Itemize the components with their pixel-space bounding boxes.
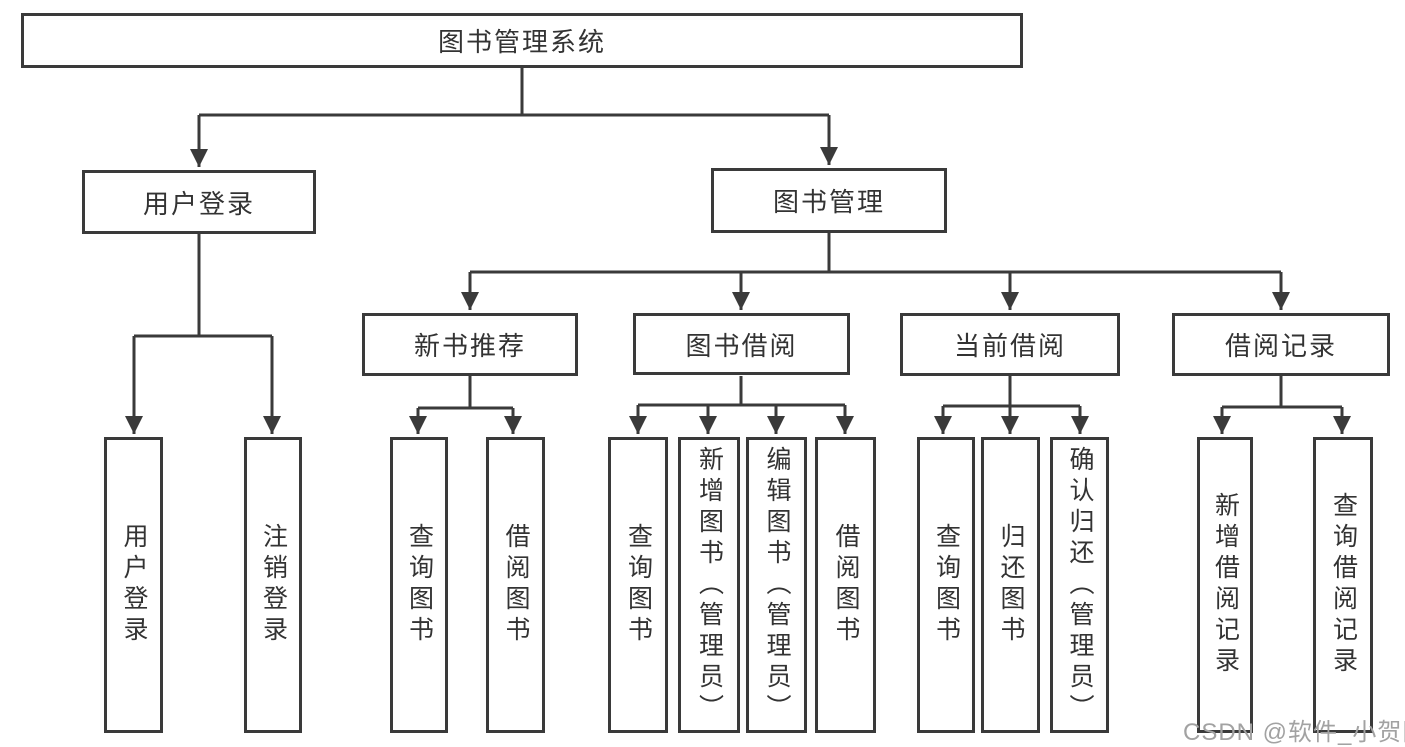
connector-borrow-stem (638, 376, 845, 407)
node-leaf-bb-add-books-admin: 新增图书（管理员） (678, 437, 740, 733)
node-leaf-nb-borrow-books: 借阅图书 (486, 437, 545, 733)
node-current-borrow: 当前借阅 (900, 313, 1120, 376)
node-user-login: 用户登录 (82, 170, 316, 234)
node-leaf-logout: 注销登录 (244, 437, 302, 733)
connector-userlogin-stem (134, 234, 272, 338)
connector-newbook-stem (418, 376, 513, 410)
node-root-library-system: 图书管理系统 (21, 13, 1023, 68)
connector-root-stem (199, 68, 829, 117)
node-leaf-nb-query-books: 查询图书 (390, 437, 448, 733)
node-borrow-records: 借阅记录 (1172, 313, 1390, 376)
node-leaf-user-login: 用户登录 (104, 437, 163, 733)
node-leaf-cb-query-books: 查询图书 (917, 437, 975, 733)
node-book-borrow: 图书借阅 (633, 313, 850, 375)
node-leaf-rec-add-record: 新增借阅记录 (1197, 437, 1253, 733)
node-leaf-cb-return-books: 归还图书 (981, 437, 1040, 733)
node-leaf-cb-confirm-return-admin: 确认归还（管理员） (1050, 437, 1109, 733)
node-new-book-recommend: 新书推荐 (362, 313, 578, 376)
node-leaf-bb-query-books: 查询图书 (608, 437, 668, 733)
node-leaf-bb-borrow-books: 借阅图书 (815, 437, 876, 733)
connector-current-stem (943, 376, 1080, 408)
connector-bookmgmt-stem (470, 233, 1281, 274)
connector-records-stem (1222, 376, 1342, 409)
node-leaf-rec-query-record: 查询借阅记录 (1313, 437, 1373, 733)
watermark: CSDN @软件_小贺同学 (1183, 719, 1405, 746)
node-leaf-bb-edit-books-admin: 编辑图书（管理员） (746, 437, 807, 733)
node-book-management: 图书管理 (711, 168, 947, 233)
